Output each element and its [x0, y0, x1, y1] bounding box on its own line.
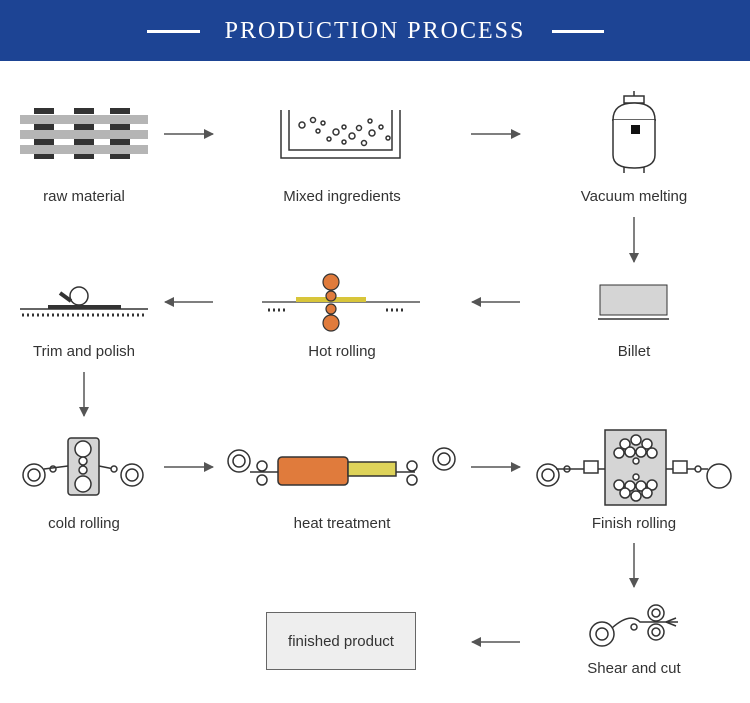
- mixed-ingredients-icon: [280, 110, 401, 159]
- step-label-raw-material: raw material: [43, 188, 125, 205]
- step-label-heat-treatment: heat treatment: [293, 515, 391, 532]
- header-decor-line-right: [552, 30, 604, 33]
- billet-icon: [598, 284, 669, 320]
- trim-and-polish-icon: [20, 286, 148, 317]
- step-label-cold-rolling: cold rolling: [48, 515, 120, 532]
- step-label-shear-and-cut: Shear and cut: [587, 660, 681, 677]
- step-label-billet: Billet: [617, 343, 651, 360]
- process-diagram: [20, 91, 732, 647]
- step-label-mixed-ingredients: Mixed ingredients: [283, 188, 401, 205]
- hot-rolling-icon: [262, 273, 420, 332]
- step-label-finish-rolling: Finish rolling: [591, 515, 677, 532]
- page-title: PRODUCTION PROCESS: [224, 18, 526, 44]
- finished-product-box: finished product: [266, 612, 416, 670]
- raw-material-icon: [20, 108, 148, 159]
- cold-rolling-icon: [22, 437, 144, 496]
- flow-arrows: [79, 129, 639, 647]
- header-banner: PRODUCTION PROCESS: [0, 0, 750, 61]
- step-label-hot-rolling: Hot rolling: [308, 343, 376, 360]
- finish-rolling-icon: [536, 429, 732, 506]
- vacuum-melting-icon: [612, 91, 656, 173]
- header-decor-line-left: [147, 30, 200, 33]
- step-label-trim-and-polish: Trim and polish: [33, 343, 135, 360]
- shear-and-cut-icon: [589, 604, 678, 647]
- step-label-vacuum-melting: Vacuum melting: [580, 188, 688, 205]
- heat-treatment-icon: [227, 447, 456, 486]
